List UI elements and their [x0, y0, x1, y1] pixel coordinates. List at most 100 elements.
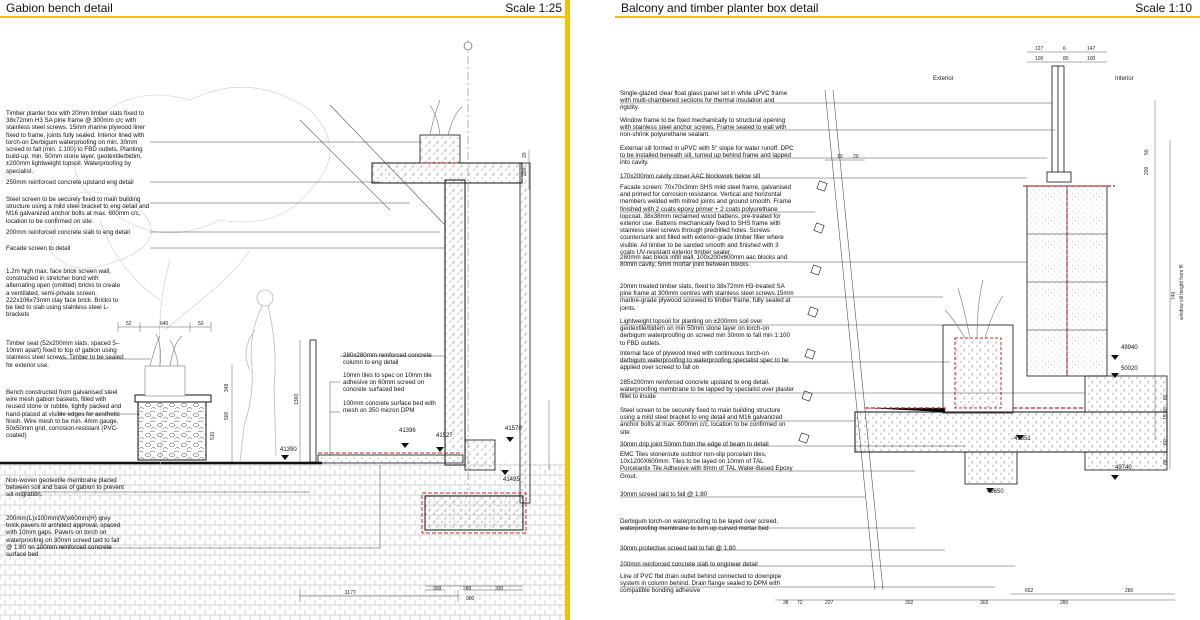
facade-screen-line — [824, 89, 876, 591]
note-timber-seat: Timber seat (52x200mm slats, spaced 5–10… — [6, 340, 124, 369]
rdim-302a: 302 — [905, 600, 914, 606]
rnote-topsoil: Lightweight topsoil for planting on ±200… — [620, 318, 790, 347]
upper-slab — [371, 162, 523, 184]
left-divider — [565, 0, 570, 620]
rdim-100b: 100 — [1087, 56, 1096, 62]
rdim-60b: 60 — [1163, 459, 1169, 465]
dim-280: 280 — [463, 586, 472, 592]
rdim-147: 147 — [1087, 46, 1096, 52]
foundation — [424, 495, 524, 531]
dim-510: 510 — [210, 431, 216, 440]
rdim-280b: 280 — [1060, 600, 1069, 606]
rdim-80: 80 — [1063, 56, 1069, 62]
rdim-72: 72 — [797, 600, 803, 606]
note-upstand: 250mm reinforced concrete upstand eng de… — [6, 179, 134, 186]
dim-900: 900 — [466, 596, 475, 602]
right-level-markers — [986, 355, 1119, 493]
level-markers — [281, 437, 514, 475]
label-interior: Interior — [1115, 76, 1134, 82]
tree-sketch — [49, 86, 331, 471]
left-title-bar: Gabion bench detail Scale 1:25 — [0, 0, 570, 18]
rdim-60a: 60 — [1163, 394, 1169, 400]
note-pavers: 200mm(L)x100mm(W)x60mm(H) grey brick pav… — [6, 515, 121, 559]
rdim-280a: 280 — [1125, 588, 1134, 594]
level-41570: 41570 — [505, 426, 522, 432]
note-planter-box: Timber planter box with 20mm timber slat… — [6, 110, 145, 175]
rnote-sill: External sill formed in uPVC with 5° slo… — [620, 145, 794, 167]
dim-1360: 1360 — [294, 394, 300, 405]
gabion-bench-drawing: 52 640 50 348 510 500 1360 1177 300 280 … — [0, 40, 570, 620]
note-tiles: 10mm tiles to spec on 10mm tile adhesive… — [343, 372, 432, 394]
dim-320: 320 — [495, 586, 504, 592]
right-dimension-lines — [775, 51, 1175, 601]
upper-planter — [419, 134, 461, 164]
label-exterior: Exterior — [933, 76, 954, 82]
balcony-planter-drawing: Exterior Interior — [620, 46, 1185, 606]
dimension-lines — [117, 150, 550, 602]
level-41396: 41396 — [399, 428, 416, 434]
rnote-window-frame: Window frame to be fixed mechanically to… — [620, 117, 787, 139]
note-slab: 200mm reinforced concrete slab to eng de… — [6, 229, 130, 236]
rdim-50: 50 — [1144, 149, 1150, 155]
rdim-652: 652 — [1025, 588, 1034, 594]
rdim-6: 6 — [1063, 46, 1066, 52]
screen-battens — [798, 180, 828, 444]
note-gabion: Bench constructed from galvanised steel … — [6, 389, 122, 440]
note-steel-screen: Steel screen to be securely fixed to mai… — [6, 196, 150, 225]
dim-20: 20 — [522, 152, 528, 158]
dim-348: 348 — [224, 383, 230, 392]
window-sill — [1046, 171, 1072, 183]
note-column: 280x280mm reinforced concrete column to … — [343, 352, 432, 367]
rdim-38: 38 — [783, 600, 789, 606]
rnote-glazing: Single-glazed clear float glass panel se… — [620, 90, 788, 112]
rdim-740: 740 — [1171, 291, 1177, 300]
level-41495: 41495 — [503, 477, 520, 483]
rnote-drip-joint: 30mm drip joint 50mm from the edge of be… — [620, 441, 769, 448]
rnote-plywood-lining: Internal face of plywood lined with cont… — [620, 350, 789, 372]
rnote-cavity-closer: 170x200mm cavity closer AAC blockwork be… — [620, 173, 760, 180]
dim-300: 300 — [433, 586, 442, 592]
level-49940: 49940 — [1121, 345, 1138, 351]
left-panel: Gabion bench detail Scale 1:25 — [0, 0, 570, 620]
person-sketch — [239, 289, 277, 463]
right-leader-lines — [620, 102, 1085, 588]
note-brick-screen: 1.2m high max. face brick screen wall, c… — [6, 268, 121, 319]
upstand — [1084, 375, 1168, 413]
dim-52: 52 — [126, 321, 132, 327]
rdim-10: 10 — [837, 154, 843, 160]
surface-bed — [317, 454, 464, 464]
rdim-20: 20 — [853, 154, 859, 160]
gabion-basket — [137, 401, 207, 461]
rnote-derbigum: Derbigum torch-on waterproofing to be la… — [620, 518, 779, 533]
bench-planter — [144, 365, 186, 397]
dim-1177: 1177 — [345, 590, 356, 596]
dim-200: 200 — [522, 167, 528, 176]
right-panel: Balcony and timber planter box detail Sc… — [615, 0, 1200, 620]
rdim-200: 200 — [1144, 166, 1150, 175]
rdim-100a: 100 — [1035, 56, 1044, 62]
leader-lines — [20, 141, 445, 549]
note-facade-screen: Facade screen to detail — [6, 245, 71, 252]
note-geotextile: Non-woven geotextile membrane placed bet… — [6, 477, 124, 499]
rnote-screed: 30mm screed laid to fall @ 1:80 — [620, 491, 708, 498]
level-41527: 41527 — [436, 433, 453, 439]
ground-hatch — [0, 463, 570, 620]
dim-50: 50 — [198, 321, 204, 327]
rnote-slab: 200mm reinforced concrete slab to engine… — [620, 561, 758, 568]
rnote-timber-slats: 20mm treated timber slats, fixed to 38x7… — [620, 283, 794, 312]
rdim-window-sill: window sill height from ffl — [1179, 265, 1185, 321]
beam — [964, 451, 1018, 485]
rnote-facade-screen: Facade screen: 70x70x3mm SHS mild steel … — [620, 184, 792, 256]
rc-column — [444, 179, 466, 466]
rnote-upstand: 285x200mm reinforced concrete upstand to… — [620, 379, 795, 401]
dim-500: 500 — [224, 411, 230, 420]
level-49851: 49851 — [1014, 436, 1031, 442]
left-scale: Scale 1:25 — [505, 1, 562, 15]
right-title: Balcony and timber planter box detail — [621, 1, 819, 15]
brick-screen — [309, 339, 317, 463]
level-49740: 49740 — [1115, 465, 1132, 471]
rdim-227: 227 — [825, 600, 834, 606]
rnote-protective-screed: 30mm protective screed laid to fall @ 1:… — [620, 545, 736, 552]
level-41390: 41390 — [280, 447, 297, 453]
rnote-steel-screen: Steel screen to be securely fixed to mai… — [620, 407, 786, 436]
